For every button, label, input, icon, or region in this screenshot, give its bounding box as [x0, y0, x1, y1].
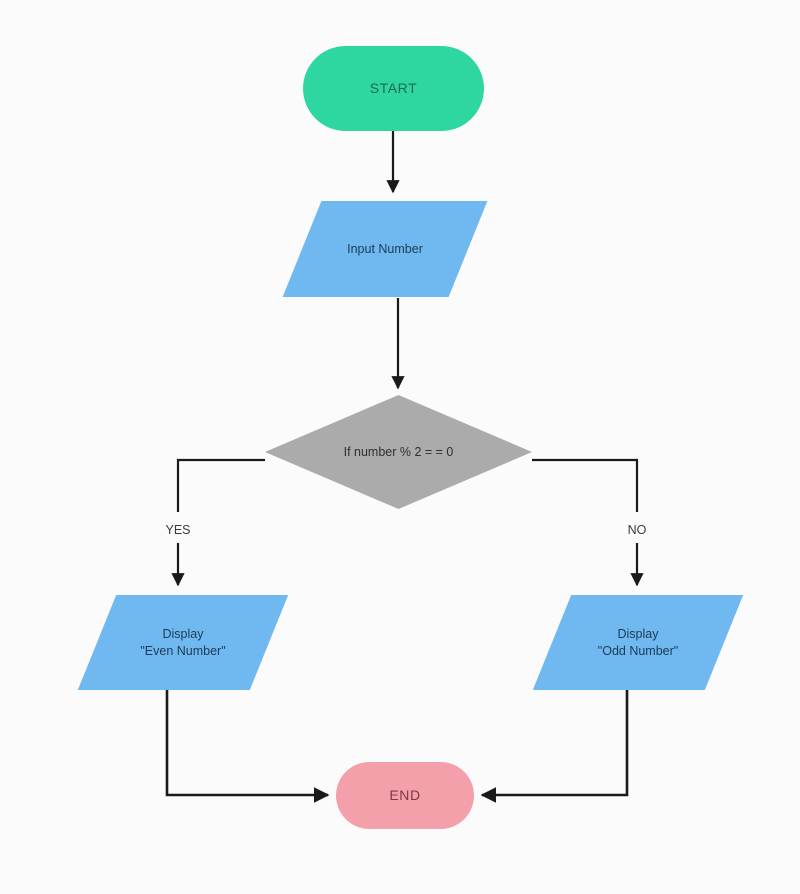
- node-input-number[interactable]: Input Number: [282, 201, 488, 297]
- node-decision-label: If number % 2 = = 0: [343, 444, 454, 459]
- edge-label-yes: YES: [159, 521, 197, 539]
- node-start-label: START: [369, 80, 418, 97]
- node-decision[interactable]: If number % 2 = = 0: [265, 395, 532, 509]
- node-start[interactable]: START: [303, 46, 484, 131]
- edge-even-to-end: [165, 690, 330, 803]
- edge-odd-to-end: [480, 690, 629, 803]
- node-display-odd-label: Display "Odd Number": [597, 626, 679, 658]
- node-end[interactable]: END: [336, 762, 474, 829]
- node-end-label: END: [389, 787, 421, 804]
- node-display-even-label: Display "Even Number": [140, 626, 226, 658]
- edge-label-no: NO: [621, 521, 653, 539]
- node-display-odd[interactable]: Display "Odd Number": [532, 595, 744, 690]
- edge-decision-no: [532, 458, 639, 512]
- node-input-number-label: Input Number: [347, 241, 423, 256]
- node-display-even[interactable]: Display "Even Number": [77, 595, 289, 690]
- edge-decision-yes: [176, 458, 265, 512]
